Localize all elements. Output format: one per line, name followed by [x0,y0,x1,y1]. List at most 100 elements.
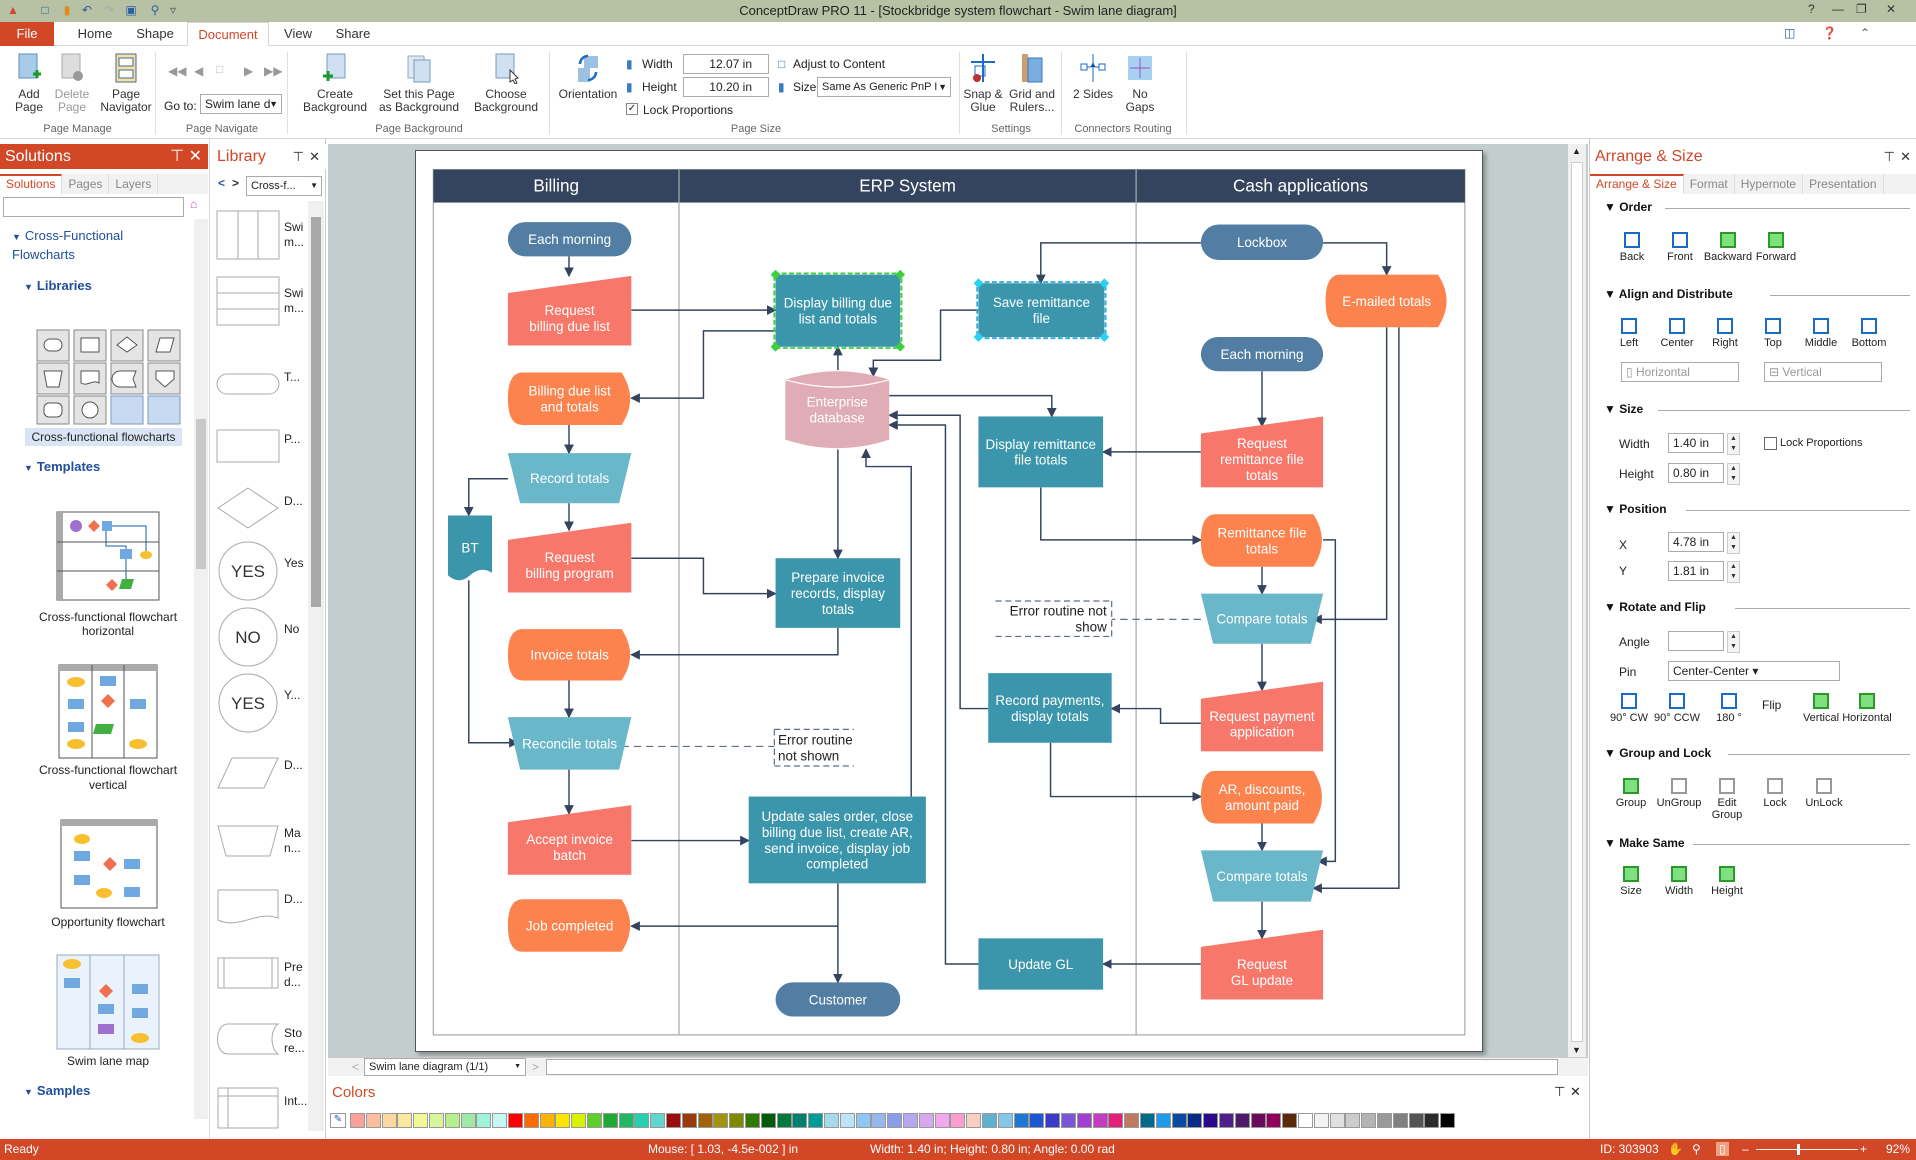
color-swatch[interactable] [1029,1113,1045,1128]
create-background-button[interactable]: Create Background [300,52,370,114]
pin-select[interactable]: Center-Center ▾ [1668,661,1840,681]
template-thumbnail-opportunity[interactable] [60,819,158,909]
flowchart-shape-terminator[interactable]: Each morning [507,222,632,257]
color-swatch[interactable] [681,1113,697,1128]
color-swatch[interactable] [934,1113,950,1128]
lane-title[interactable]: Billing [533,177,579,196]
library-item-label[interactable]: T... [284,370,301,384]
selection-handle[interactable] [973,278,984,289]
flowchart-shape-manual_op[interactable]: Compare totals [1200,593,1324,644]
previous-page-icon[interactable]: ◀ [194,64,204,78]
flowchart-shape-terminator[interactable]: Customer [775,982,901,1017]
color-swatch[interactable] [1345,1113,1361,1128]
section-rotate[interactable]: ▼ Rotate and Flip [1604,600,1706,614]
solutions-search-input[interactable] [3,197,184,217]
page-height-input[interactable]: 10.20 in [683,77,769,97]
library-shape[interactable] [216,950,280,1000]
rotate-1-button[interactable]: 90° CCW [1652,693,1702,724]
library-forward-icon[interactable]: > [232,176,240,190]
lane-title[interactable]: ERP System [859,177,956,196]
tab-document[interactable]: Document [187,22,269,46]
undo-icon[interactable]: ↶ [81,3,93,17]
library-item-label[interactable]: No [284,622,300,636]
tab-solutions[interactable]: Solutions [0,174,63,194]
connector-arrow[interactable] [1317,539,1337,867]
color-swatch[interactable] [1266,1113,1282,1128]
flowchart-shape-display[interactable]: Invoice totals [507,629,631,681]
tab-view[interactable]: View [284,26,312,41]
color-swatch[interactable] [1392,1113,1408,1128]
align-center-button[interactable]: Center [1652,318,1702,349]
zoom-slider-handle[interactable] [1797,1144,1800,1155]
color-swatch[interactable] [413,1113,429,1128]
library-item-label[interactable]: Yes [284,556,304,570]
group-1-button[interactable]: UnGroup [1654,778,1704,809]
group-4-button[interactable]: UnLock [1799,778,1849,809]
scroll-up-icon[interactable]: ▲ [1572,146,1581,156]
section-align[interactable]: ▼ Align and Distribute [1604,287,1733,301]
height-spinner[interactable]: ▲ ▼ [1727,463,1740,485]
selection-handle[interactable] [895,341,906,352]
library-item-label[interactable]: Ma n... [284,826,301,855]
library-shape[interactable] [216,422,280,472]
color-swatch[interactable] [839,1113,855,1128]
library-shape[interactable] [216,748,280,798]
zoom-in-icon[interactable]: + [1860,1142,1868,1156]
flowchart-shape-terminator[interactable]: Lockbox [1200,224,1324,260]
connector-arrow[interactable] [889,394,1057,418]
connector-arrow[interactable] [1049,742,1203,802]
align-right-button[interactable]: Right [1700,318,1750,349]
connector-arrow[interactable] [1312,327,1400,894]
align-top-button[interactable]: Top [1748,318,1798,349]
tab-home[interactable]: Home [77,26,113,41]
group-0-button[interactable]: Group [1606,778,1656,809]
color-swatch[interactable] [997,1113,1013,1128]
color-swatch[interactable] [1361,1113,1377,1128]
color-swatch[interactable] [523,1113,539,1128]
tree-libraries[interactable]: ▼Libraries [24,278,92,293]
library-item-label[interactable]: D... [284,758,303,772]
library-item-label[interactable]: P... [284,432,301,446]
make-same-width-button[interactable]: Width [1654,866,1704,897]
layout-icon[interactable]: ◫ [1784,26,1796,40]
flowchart-shape-display[interactable]: Job completed [507,899,631,952]
section-position[interactable]: ▼ Position [1604,502,1667,516]
next-page-icon[interactable]: ▶ [244,64,254,78]
color-swatch[interactable] [1108,1113,1124,1128]
next-page-tab-icon[interactable]: > [532,1060,540,1074]
color-swatch[interactable] [618,1113,634,1128]
connector-arrow[interactable] [887,410,989,710]
color-swatch[interactable] [887,1113,903,1128]
color-swatch[interactable] [381,1113,397,1128]
first-page-icon[interactable]: ◀◀ [168,64,187,78]
connector-arrow[interactable] [468,580,519,748]
color-swatch[interactable] [571,1113,587,1128]
library-shape[interactable] [216,1084,280,1134]
color-swatch[interactable] [476,1113,492,1128]
shape-width-input[interactable]: 1.40 in [1668,433,1724,453]
pin-icon[interactable]: ⊤ [292,149,304,164]
color-swatch[interactable] [1329,1113,1345,1128]
page-icon[interactable]: □ [216,62,224,76]
selection-handle[interactable] [973,332,984,342]
distribute-vertical-select[interactable]: ⊟ Vertical [1764,362,1882,382]
library-item-label[interactable]: Swi m... [284,220,304,249]
color-swatch[interactable] [602,1113,618,1128]
library-item-label[interactable]: Y... [284,688,301,702]
color-swatch[interactable] [397,1113,413,1128]
help-icon[interactable]: ? [1808,2,1815,16]
library-select[interactable]: Cross-f...▼ [246,176,322,196]
library-item-label[interactable]: Sto re... [284,1026,305,1055]
orientation-button[interactable]: Orientation [556,52,620,101]
library-thumbnail[interactable] [36,329,182,425]
color-swatch[interactable] [855,1113,871,1128]
page-width-input[interactable]: 12.07 in [683,54,769,74]
color-swatch[interactable] [824,1113,839,1128]
connector-arrow[interactable] [1312,327,1388,625]
